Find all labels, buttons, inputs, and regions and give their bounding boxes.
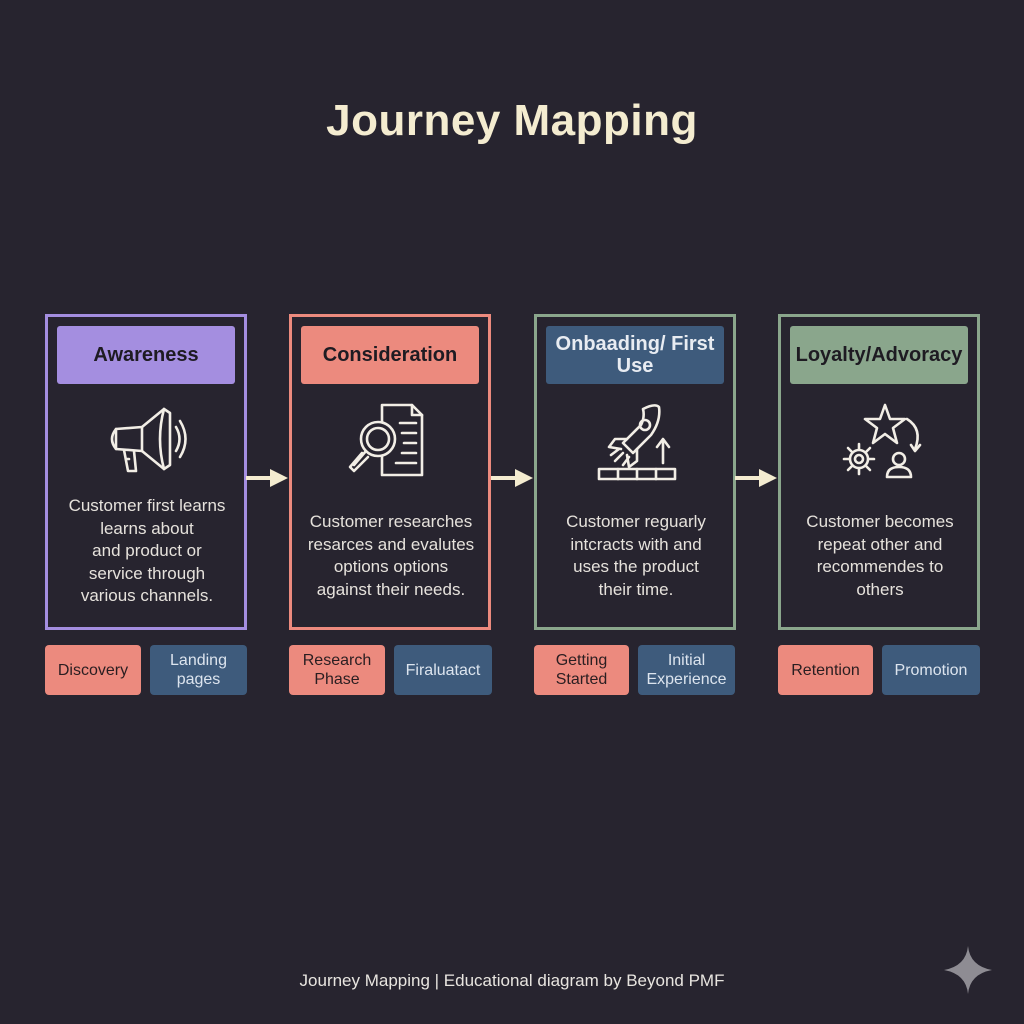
stage-loyalty: Loyalty/Advoracy Customer becomes repeat…	[778, 314, 980, 630]
stage-consideration: Consideration Customer researches resarc…	[289, 314, 491, 630]
tag-discovery: Discovery	[45, 645, 141, 695]
stage-awareness: Awareness Customer first learns learns a…	[45, 314, 247, 630]
tag-firaluatact: Firaluatact	[394, 645, 492, 695]
tag-landing-pages: Landing pages	[150, 645, 247, 695]
tag-promotion: Promotion	[882, 645, 980, 695]
description-line: against their needs.	[316, 579, 466, 599]
stage-heading: Awareness	[57, 326, 235, 384]
arrow-right-icon	[491, 469, 533, 487]
stage-description: Customer becomes repeat other and recomm…	[789, 511, 971, 601]
description-line: recommendes to	[816, 557, 944, 576]
magnifier-document-icon	[348, 403, 424, 477]
description-line: learns about	[100, 518, 194, 538]
star-gear-user-icon	[842, 403, 922, 479]
description-line: repeat other and	[817, 534, 943, 554]
arrow-right-icon	[735, 469, 777, 487]
tag-research-phase: Research Phase	[289, 645, 385, 695]
tag-getting-started: Getting Started	[534, 645, 629, 695]
tag-retention: Retention	[778, 645, 873, 695]
stage-description: Customer researches resarces and evalute…	[300, 511, 482, 601]
description-line: and product or	[92, 541, 202, 560]
stage-description: Customer first learns learns about and p…	[56, 495, 238, 608]
arrow-right-icon	[246, 469, 288, 487]
footer-caption: Journey Mapping | Educational diagram by…	[299, 971, 725, 990]
diagram-title: Journey Mapping	[326, 96, 698, 145]
description-line: service through	[88, 563, 206, 583]
description-line: intcracts with and	[570, 534, 702, 554]
megaphone-icon	[110, 407, 187, 473]
description-line: Customer researches	[309, 512, 473, 531]
sparkle-icon	[944, 946, 992, 994]
description-line: Customer becomes	[806, 512, 954, 531]
stage-description: Customer reguarly intcracts with and use…	[545, 511, 727, 601]
description-line: Customer first learns	[68, 496, 226, 515]
stage-heading: Consideration	[301, 326, 479, 384]
description-line: various channels.	[80, 586, 214, 605]
description-line: others	[856, 579, 904, 599]
description-line: uses the product	[573, 557, 699, 576]
description-line: Customer reguarly	[566, 512, 706, 531]
description-line: resarces and evalutes	[307, 534, 475, 554]
stage-heading: Loyalty/Advoracy	[790, 326, 968, 384]
stage-heading: Onbaading/ First Use	[546, 326, 724, 384]
description-line: options options	[333, 557, 449, 576]
rocket-launch-icon	[597, 404, 677, 481]
description-line: their time.	[598, 579, 674, 599]
tag-initial-experience: Initial Experience	[638, 645, 735, 695]
stage-onboarding: Onbaading/ First Use Customer reguarly i…	[534, 314, 736, 630]
